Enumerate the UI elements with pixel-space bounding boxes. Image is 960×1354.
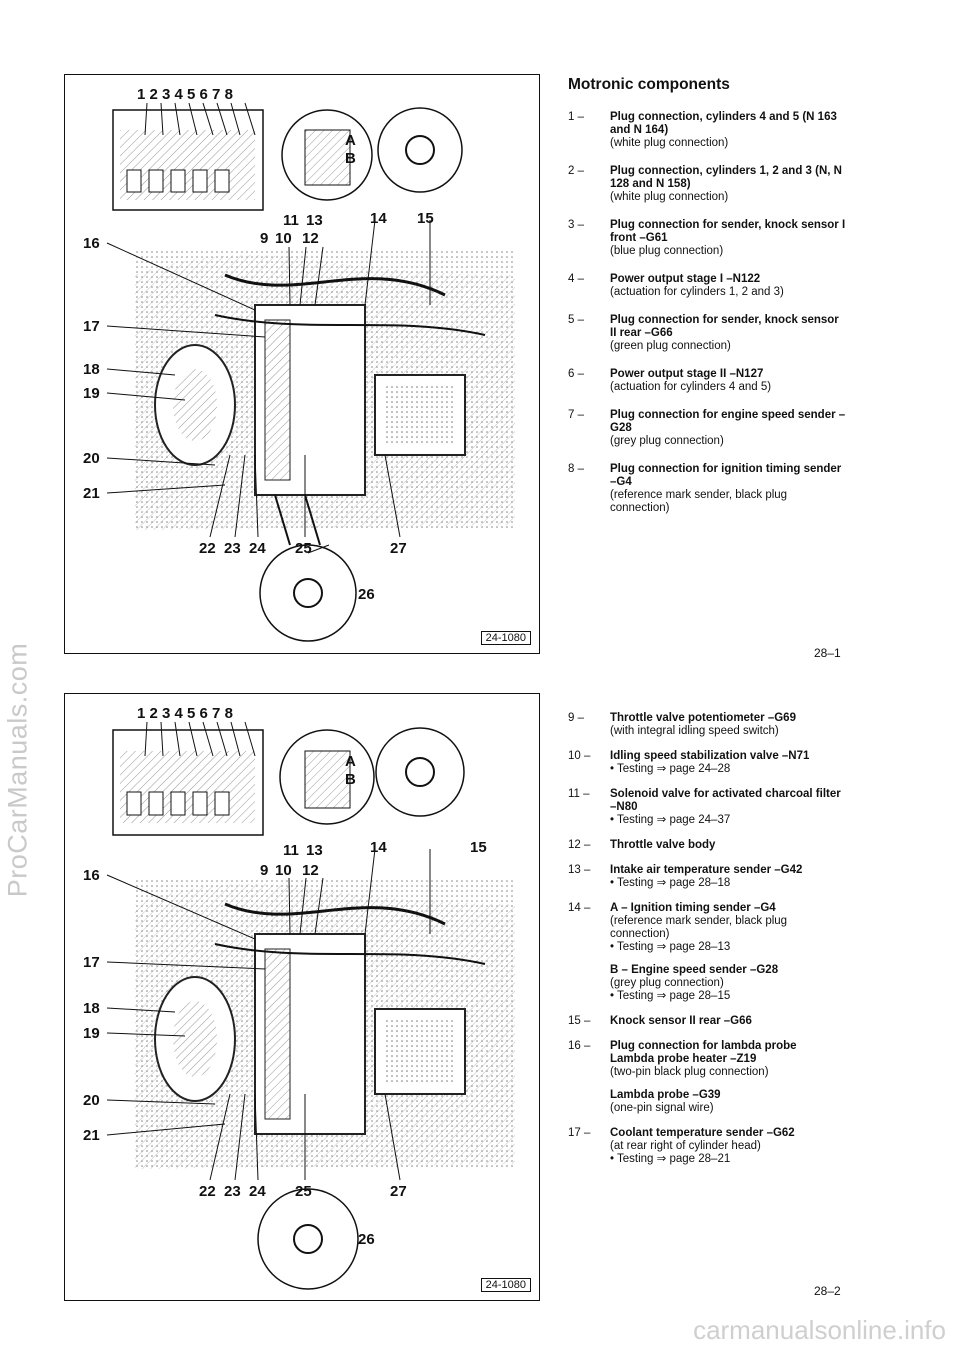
- label-9: 9: [260, 230, 268, 247]
- label-15: 15: [417, 210, 434, 227]
- label-10: 10: [275, 230, 292, 247]
- page-number: 28–2: [814, 1284, 841, 1298]
- label-B: B: [345, 771, 356, 788]
- list-item: 15 –Knock sensor II rear –G66: [568, 1015, 752, 1027]
- list-item: 8 –Plug connection for ignition timing s…: [568, 463, 842, 514]
- label-27: 27: [390, 1183, 407, 1200]
- label-23: 23: [224, 540, 241, 557]
- label-15: 15: [470, 839, 487, 856]
- label-25: 25: [295, 540, 312, 557]
- page-number: 28–1: [814, 646, 841, 660]
- label-14: 14: [370, 210, 387, 227]
- label-25: 25: [295, 1183, 312, 1200]
- components-list-1: Motronic components 1 –Plug connection, …: [568, 76, 848, 530]
- list-item: 11 –Solenoid valve for activated charcoa…: [568, 788, 841, 826]
- label-18: 18: [83, 1000, 100, 1017]
- label-11: 11: [283, 212, 299, 229]
- label-11: 11: [283, 842, 299, 859]
- list-item: 10 –Idling speed stabilization valve –N7…: [568, 750, 810, 775]
- label-16: 16: [83, 867, 100, 884]
- engine-drawing: 1 2 3 4 5 6 7 8 15 14 11 13 9: [83, 86, 515, 642]
- list-item: 1 –Plug connection, cylinders 4 and 5 (N…: [568, 111, 837, 149]
- list-item: 9 –Throttle valve potentiometer –G69(wit…: [568, 712, 796, 737]
- list-item: 17 –Coolant temperature sender –G62(at r…: [568, 1127, 795, 1165]
- top-numbers: 1 2 3 4 5 6 7 8: [137, 705, 233, 722]
- label-A: A: [345, 753, 356, 770]
- page-title: Motronic components: [568, 76, 730, 93]
- label-10: 10: [275, 862, 292, 879]
- label-17: 17: [83, 954, 100, 971]
- figure-reference: 24-1080: [480, 631, 531, 645]
- components-list-2: 9 –Throttle valve potentiometer –G69(wit…: [568, 712, 848, 1178]
- side-watermark: ProCarManuals.com: [0, 560, 38, 980]
- label-13: 13: [306, 842, 323, 859]
- label-19: 19: [83, 1025, 100, 1042]
- label-12: 12: [302, 862, 319, 879]
- top-numbers: 1 2 3 4 5 6 7 8: [137, 86, 233, 103]
- list-item: 13 –Intake air temperature sender –G42• …: [568, 864, 803, 889]
- label-14: 14: [370, 839, 387, 856]
- figure-reference: 24-1080: [480, 1278, 531, 1292]
- label-20: 20: [83, 450, 100, 467]
- engine-drawing: 1 2 3 4 5 6 7 8 15 14 11 13 9 10 12 A: [83, 705, 515, 1290]
- label-9: 9: [260, 862, 268, 879]
- label-26: 26: [358, 586, 375, 603]
- engine-diagram-bottom: 1 2 3 4 5 6 7 8 15 14 11 13 9 10 12 A: [64, 693, 540, 1301]
- list-item: 12 –Throttle valve body: [568, 839, 716, 851]
- list-item: 14 –A – Ignition timing sender –G4(refer…: [568, 902, 788, 1002]
- label-17: 17: [83, 318, 100, 335]
- label-13: 13: [306, 212, 323, 229]
- label-23: 23: [224, 1183, 241, 1200]
- engine-diagram-top: 1 2 3 4 5 6 7 8 15 14 11 13 9: [64, 74, 540, 654]
- label-20: 20: [83, 1092, 100, 1109]
- label-22: 22: [199, 1183, 216, 1200]
- label-19: 19: [83, 385, 100, 402]
- label-27: 27: [390, 540, 407, 557]
- side-watermark-text: ProCarManuals.com: [2, 642, 33, 898]
- footer-watermark: carmanualsonline.info: [693, 1315, 946, 1345]
- list-item: 6 –Power output stage II –N127(actuation…: [568, 368, 772, 393]
- label-24: 24: [249, 540, 266, 557]
- label-B: B: [345, 150, 356, 167]
- label-21: 21: [83, 485, 100, 502]
- label-12: 12: [302, 230, 319, 247]
- list-item: 2 –Plug connection, cylinders 1, 2 and 3…: [568, 165, 842, 203]
- list-item: 3 –Plug connection for sender, knock sen…: [568, 219, 846, 257]
- label-16: 16: [83, 235, 100, 252]
- list-item: 5 –Plug connection for sender, knock sen…: [568, 314, 839, 352]
- label-A: A: [345, 132, 356, 149]
- label-18: 18: [83, 361, 100, 378]
- label-21: 21: [83, 1127, 100, 1144]
- list-item: 7 –Plug connection for engine speed send…: [568, 409, 846, 447]
- label-26: 26: [358, 1231, 375, 1248]
- list-item: 4 –Power output stage I –N122(actuation …: [568, 273, 784, 298]
- label-24: 24: [249, 1183, 266, 1200]
- label-22: 22: [199, 540, 216, 557]
